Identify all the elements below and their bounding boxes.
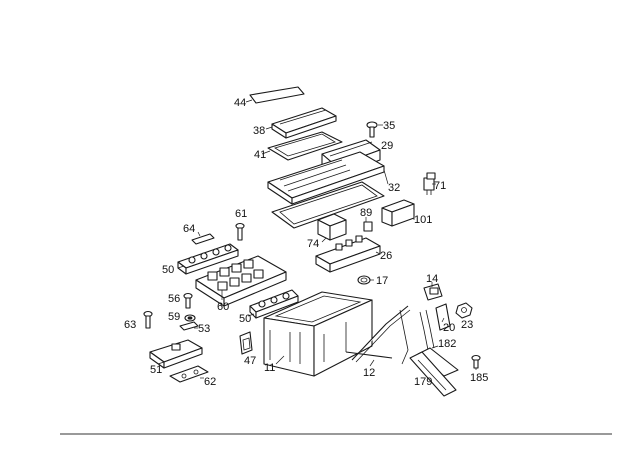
part-35-screw [366, 121, 383, 138]
part-38-cover [265, 107, 337, 139]
callout-35: 35 [383, 120, 395, 132]
callout-61: 61 [235, 208, 247, 220]
callout-56: 56 [168, 293, 180, 305]
part-61-screw [235, 222, 245, 241]
callout-74: 74 [307, 238, 319, 250]
callout-14: 14 [426, 273, 438, 285]
callout-20: 20 [443, 322, 455, 334]
part-62-bracket-plate [169, 365, 209, 383]
part-101-relay-block [381, 199, 415, 227]
callout-63: 63 [124, 319, 136, 331]
part-74-relay [317, 213, 347, 243]
part-60-relay-carrier [195, 255, 287, 307]
callout-12: 12 [363, 367, 375, 379]
callout-32: 32 [388, 182, 400, 194]
callout-101: 101 [414, 214, 432, 226]
callout-50-upper: 50 [162, 264, 174, 276]
part-12-cable-channel [345, 305, 411, 367]
part-26-fuse-carrier [315, 235, 381, 273]
callout-23: 23 [461, 319, 473, 331]
part-50-fuse-strip-lower [247, 289, 299, 319]
callout-185: 185 [470, 372, 488, 384]
callout-26: 26 [380, 250, 392, 262]
part-17-grommet [357, 275, 374, 285]
part-32-seal-frame [271, 181, 385, 229]
part-47-latch [239, 331, 253, 355]
part-59-washer [184, 314, 196, 322]
part-44-label-plate [245, 86, 305, 104]
callout-44: 44 [234, 97, 246, 109]
callout-179: 179 [414, 376, 432, 388]
callout-38: 38 [253, 125, 265, 137]
part-51-mounting-bracket [149, 339, 203, 369]
part-32-upper-tray [267, 151, 389, 205]
callout-11: 11 [264, 362, 275, 374]
callout-50-lower: 50 [239, 313, 251, 325]
part-71-relay [423, 172, 436, 195]
callout-41: 41 [254, 149, 266, 161]
callout-62: 62 [204, 376, 216, 388]
part-63-screw [143, 310, 153, 329]
part-53-clip [179, 321, 199, 331]
part-185-screw [471, 354, 481, 370]
callout-59: 59 [168, 311, 180, 323]
part-41-gasket [261, 131, 343, 161]
callout-64: 64 [183, 223, 195, 235]
callout-182: 182 [438, 338, 456, 350]
callout-53: 53 [198, 323, 210, 335]
callout-71: 71 [434, 180, 446, 192]
part-64-fuse [191, 231, 215, 245]
callout-60: 60 [217, 301, 229, 313]
part-50-fuse-strip-upper [177, 243, 239, 275]
part-23-nut [455, 302, 473, 319]
part-11-housing-box [263, 291, 373, 377]
part-56-screw [183, 292, 193, 309]
part-179-clip-strip [409, 351, 457, 397]
callout-51: 51 [150, 364, 162, 376]
callout-47: 47 [244, 355, 256, 367]
part-14-connector [423, 282, 443, 301]
part-20-sensor [419, 303, 451, 351]
callout-89: 89 [360, 207, 372, 219]
callout-29: 29 [381, 140, 393, 152]
callout-17: 17 [376, 275, 388, 287]
part-89-relay [363, 217, 373, 232]
